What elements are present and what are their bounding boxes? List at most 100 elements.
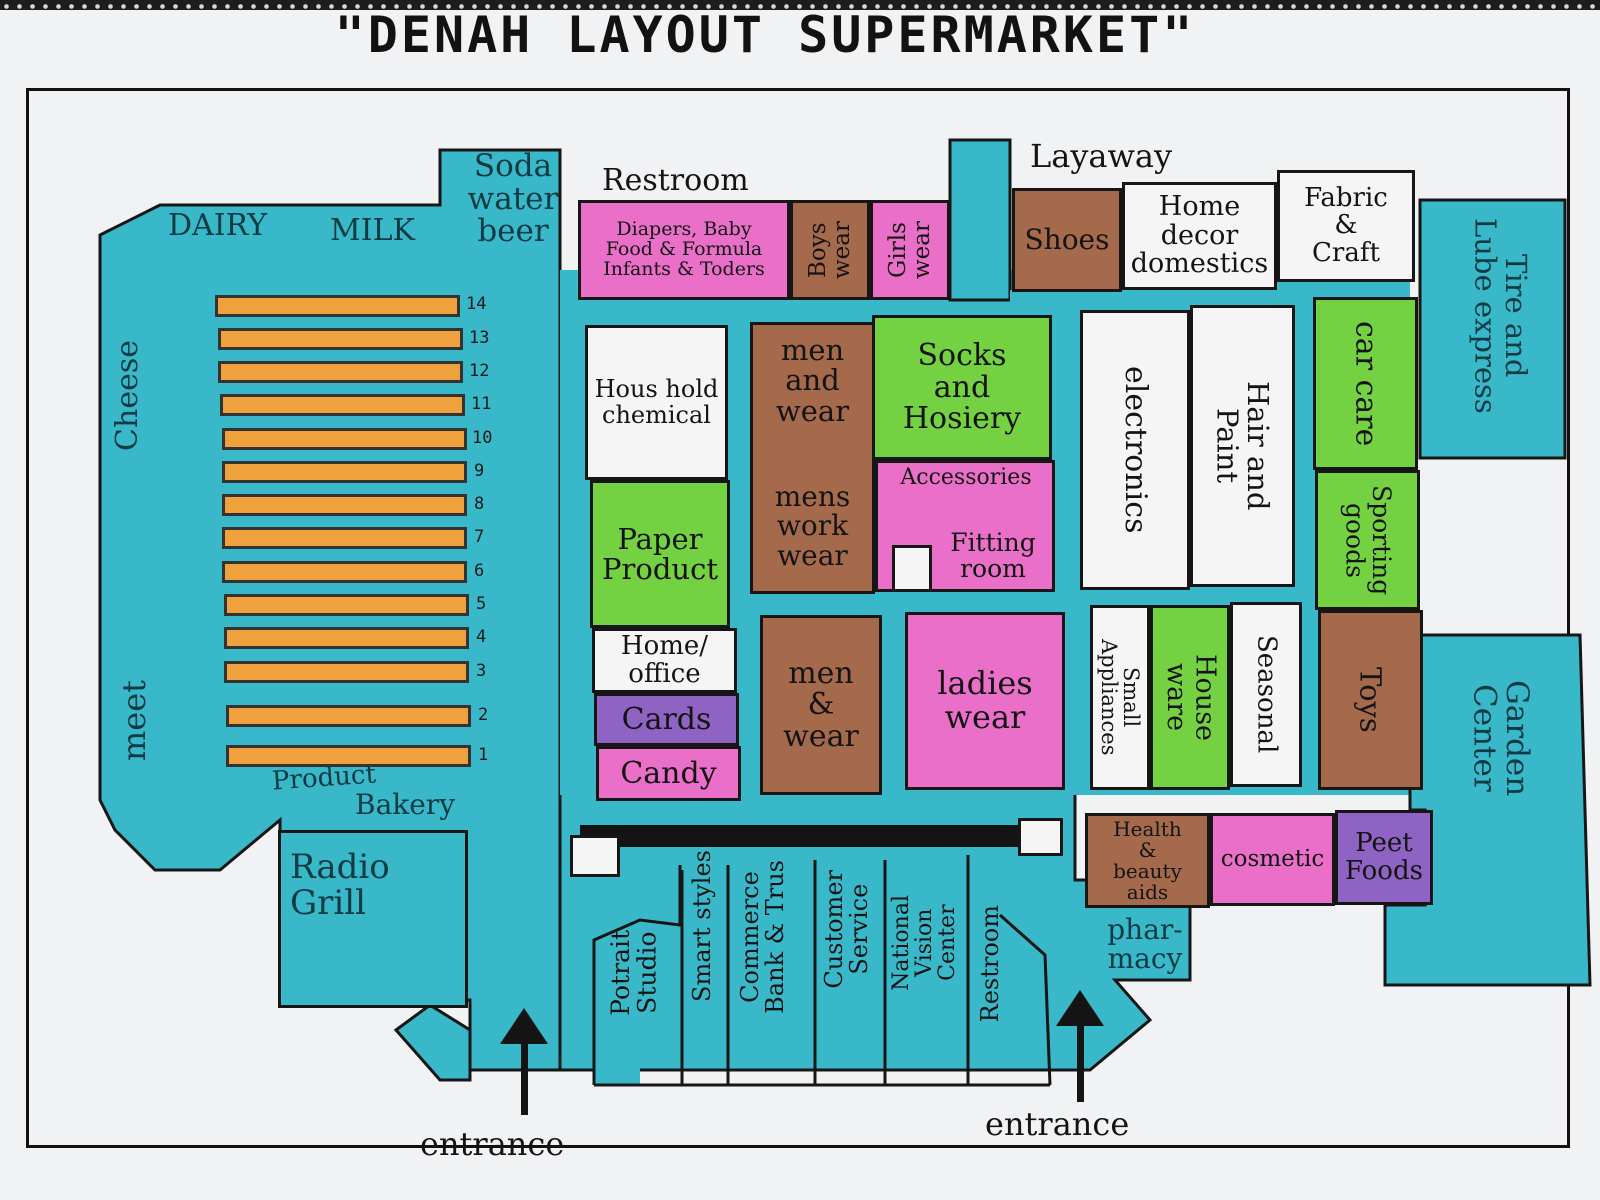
diapers-label: Diapers, Baby Food & Formula Infants & T… <box>603 218 765 280</box>
car-care-label: car care <box>1348 320 1384 447</box>
car-care-department: car care <box>1313 297 1418 470</box>
page-title: "DENAH LAYOUT SUPERMARKET" <box>334 6 1196 64</box>
girls-wear-department: Girls wear <box>870 200 950 300</box>
men-wear-top-label: men and wear <box>775 333 850 428</box>
shelf-4 <box>224 627 469 649</box>
small-appliances-label: Small Appliances <box>1097 639 1144 756</box>
shelf-8 <box>222 494 467 516</box>
shelf-9 <box>222 461 467 483</box>
health-beauty-department: Health & beauty aids <box>1085 813 1210 908</box>
sporting-goods-label: Sporting goods <box>1340 484 1396 596</box>
upper-teal-passage <box>948 138 1012 302</box>
toys-label: Toys <box>1353 667 1388 733</box>
seasonal-department: Seasonal <box>1230 602 1302 787</box>
household-chemical-label: Hous hold chemical <box>594 375 719 429</box>
commerce-bank-label: Commerce Bank & Trus <box>736 860 790 1014</box>
fitting-room-label: Fitting room <box>950 528 1036 584</box>
boys-wear-department: Boys wear <box>790 200 870 300</box>
layaway-label: Layaway <box>1030 137 1173 175</box>
aisle-number: 6 <box>474 561 485 581</box>
aisle-number: 11 <box>471 394 492 414</box>
bottom-teal-area <box>558 788 1192 1072</box>
candy-label: Candy <box>620 755 717 791</box>
fabric-craft-label: Fabric & Craft <box>1304 183 1388 268</box>
mens-wear-top-department <box>750 322 875 594</box>
socks-hosiery-label: Socks and Hosiery <box>902 338 1022 437</box>
house-ware-department: House ware <box>1150 605 1230 790</box>
home-decor-label: Home decor domestics <box>1130 191 1269 280</box>
ladies-wear-department: ladies wear <box>905 612 1065 790</box>
dairy-label: DAIRY <box>168 208 268 243</box>
fabric-craft-department: Fabric & Craft <box>1277 170 1415 282</box>
electronics-department: electronics <box>1080 310 1190 590</box>
aisle-number: 9 <box>474 461 485 481</box>
entrance-right-label: entrance <box>985 1105 1130 1143</box>
aisle-number: 10 <box>472 428 493 448</box>
checkout-end-right <box>1018 818 1063 856</box>
health-beauty-label: Health & beauty aids <box>1113 816 1182 904</box>
aisle-number: 4 <box>476 627 487 647</box>
seasonal-label: Seasonal <box>1251 635 1282 754</box>
ladies-wear-label: ladies wear <box>937 664 1033 736</box>
shelf-3 <box>224 661 469 683</box>
entrance-left-arrow-icon <box>500 1008 548 1044</box>
shelf-12 <box>218 361 463 383</box>
aisle-number: 8 <box>474 494 485 514</box>
aisle-number: 13 <box>469 328 490 348</box>
aisle-number: 14 <box>466 294 487 314</box>
paper-product-label: Paper Product <box>602 521 718 586</box>
aisle-number: 3 <box>476 661 487 681</box>
entrance-right-arrow-icon <box>1056 990 1104 1026</box>
shelf-7 <box>222 527 467 549</box>
cards-label: Cards <box>621 701 712 737</box>
restroom-bottom-label: Restroom <box>976 905 1004 1023</box>
left-entrance-wing <box>393 1003 472 1082</box>
national-vision-label: National Vision Center <box>889 895 961 991</box>
aisle-number: 5 <box>476 594 487 614</box>
shoes-department: Shoes <box>1012 188 1122 292</box>
peet-foods-department: Peet Foods <box>1335 810 1433 905</box>
aisle-number: 2 <box>478 705 489 725</box>
hair-paint-label: Hair and Paint <box>1210 381 1275 511</box>
home-decor-department: Home decor domestics <box>1122 182 1277 290</box>
shelf-11 <box>220 394 465 416</box>
map-frame <box>26 88 1570 1148</box>
paper-product-department: Paper Product <box>590 480 730 628</box>
home-office-label: Home/ office <box>620 631 709 689</box>
studio-wing <box>594 920 640 1085</box>
candy-department: Candy <box>596 746 741 801</box>
socks-hosiery-department: Socks and Hosiery <box>872 315 1052 460</box>
diapers-baby-department: Diapers, Baby Food & Formula Infants & T… <box>578 200 790 300</box>
toys-department: Toys <box>1318 610 1423 790</box>
portrait-studio-label: Potrait Studio <box>606 930 662 1016</box>
household-chemical-department: Hous hold chemical <box>585 325 728 480</box>
bakery-label: Bakery <box>355 788 456 821</box>
shelf-6 <box>222 561 467 583</box>
sporting-goods-department: Sporting goods <box>1315 470 1420 610</box>
radio-grill-area <box>278 830 468 1008</box>
entrance-right-arrow-shaft <box>1077 1022 1084 1102</box>
cards-department: Cards <box>594 693 739 746</box>
shelf-1 <box>226 745 471 767</box>
checkout-end-left <box>570 835 620 877</box>
aisle-number: 1 <box>478 745 489 765</box>
hair-paint-department: Hair and Paint <box>1190 305 1295 587</box>
shelf-10 <box>222 428 467 450</box>
small-appliances-department: Small Appliances <box>1090 605 1150 790</box>
accessories-label: Accessories <box>900 465 1032 490</box>
customer-service-label: Customer Service <box>820 870 874 989</box>
house-ware-label: House ware <box>1161 653 1221 742</box>
electronics-label: electronics <box>1117 366 1153 534</box>
smart-styles-label: Smart styles <box>688 850 716 1002</box>
mens-work-wear-label: mens work wear <box>774 480 851 572</box>
entrance-left-label: entrance <box>420 1125 565 1163</box>
home-office-department: Home/ office <box>592 628 737 693</box>
aisle-number: 7 <box>474 527 485 547</box>
soda-water-beer-label: Soda water beer <box>467 148 559 250</box>
men-wear-bottom-label: men & wear <box>783 655 859 754</box>
restroom-top-label: Restroom <box>602 163 749 198</box>
cosmetic-label: cosmetic <box>1220 846 1325 873</box>
shoes-label: Shoes <box>1024 223 1110 257</box>
